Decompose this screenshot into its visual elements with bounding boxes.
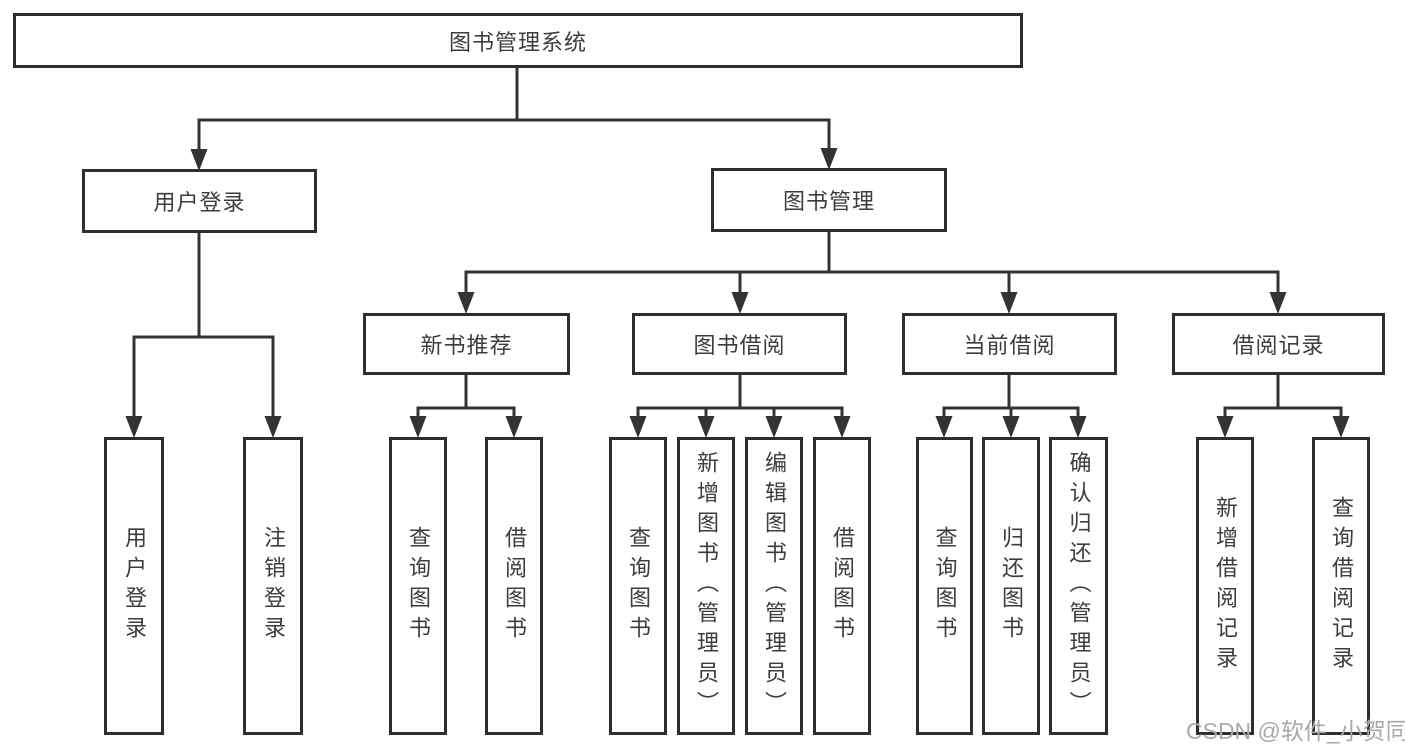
node-current-borrowing-label: 当前借阅 bbox=[963, 333, 1056, 358]
leaf-borrow-books-recommend: 借阅图书 bbox=[485, 437, 543, 735]
node-book-borrowing-label: 图书借阅 bbox=[693, 333, 786, 358]
leaf-query-borrow-record: 查询借阅记录 bbox=[1312, 437, 1370, 735]
leaf-label: 查询图书 bbox=[626, 526, 651, 646]
node-book-borrowing: 图书借阅 bbox=[632, 313, 847, 375]
leaf-label: 编辑图书（管理员） bbox=[762, 451, 787, 721]
node-user-login-label: 用户登录 bbox=[153, 190, 246, 215]
csdn-watermark: CSDN @软件_小贺同学 bbox=[1186, 718, 1405, 744]
leaf-add-books-admin: 新增图书（管理员） bbox=[677, 437, 735, 735]
leaf-return-books: 归还图书 bbox=[982, 437, 1040, 735]
node-root-label: 图书管理系统 bbox=[448, 29, 587, 55]
leaf-label: 查询图书 bbox=[932, 526, 958, 646]
leaf-label: 归还图书 bbox=[999, 526, 1024, 646]
leaf-query-books-current: 查询图书 bbox=[916, 437, 973, 735]
leaf-label: 查询借阅记录 bbox=[1329, 496, 1354, 676]
leaf-label: 用户登录 bbox=[122, 526, 147, 646]
node-new-book-recommend: 新书推荐 bbox=[363, 313, 570, 375]
leaf-logout: 注销登录 bbox=[243, 437, 303, 735]
leaf-edit-books-admin: 编辑图书（管理员） bbox=[745, 437, 803, 735]
leaf-label: 借阅图书 bbox=[502, 526, 527, 646]
node-borrowing-records-label: 借阅记录 bbox=[1232, 333, 1325, 358]
leaf-label: 新增图书（管理员） bbox=[694, 451, 719, 721]
node-current-borrowing: 当前借阅 bbox=[902, 313, 1117, 375]
leaf-add-borrow-record: 新增借阅记录 bbox=[1196, 437, 1254, 735]
node-new-book-recommend-label: 新书推荐 bbox=[420, 333, 513, 358]
node-book-management-label: 图书管理 bbox=[782, 189, 875, 214]
leaf-borrow-books: 借阅图书 bbox=[813, 437, 871, 735]
node-borrowing-records: 借阅记录 bbox=[1172, 313, 1385, 375]
leaf-label: 确认归还（管理员） bbox=[1066, 451, 1092, 721]
node-root: 图书管理系统 bbox=[13, 13, 1023, 68]
leaf-label: 查询图书 bbox=[406, 526, 431, 646]
leaf-confirm-return-admin: 确认归还（管理员） bbox=[1049, 437, 1108, 735]
node-book-management: 图书管理 bbox=[711, 168, 947, 232]
leaf-user-login: 用户登录 bbox=[104, 437, 164, 735]
leaf-label: 注销登录 bbox=[261, 526, 286, 646]
node-user-login: 用户登录 bbox=[82, 169, 317, 233]
leaf-label: 借阅图书 bbox=[830, 526, 855, 646]
leaf-query-books-borrowing: 查询图书 bbox=[609, 437, 667, 735]
leaf-query-books-recommend: 查询图书 bbox=[389, 437, 447, 735]
leaf-label: 新增借阅记录 bbox=[1213, 496, 1238, 676]
